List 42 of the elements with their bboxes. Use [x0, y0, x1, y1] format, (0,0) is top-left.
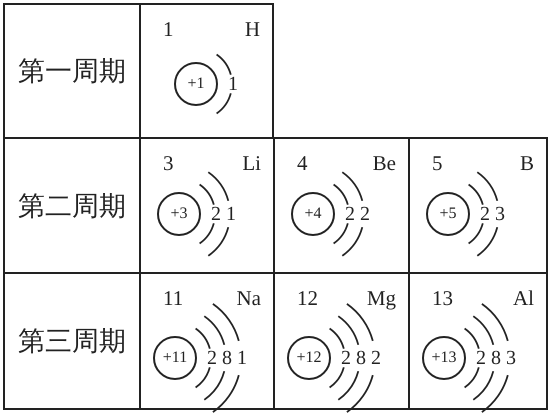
nucleus-circle: +5 [426, 192, 470, 236]
electron-count: 8 [355, 348, 367, 368]
element-cell [408, 137, 548, 274]
electron-count: 2 [475, 348, 487, 368]
atomic-number: 4 [297, 153, 308, 174]
electron-count: 2 [359, 204, 371, 224]
electron-count: 3 [494, 204, 506, 224]
electron-count: 2 [340, 348, 352, 368]
element-symbol: Be [372, 153, 396, 174]
electron-count: 1 [227, 74, 239, 94]
atomic-number: 1 [163, 19, 174, 40]
element-cell [139, 3, 274, 139]
element-symbol: Na [236, 288, 261, 309]
element-symbol: Li [242, 153, 261, 174]
element-symbol: Mg [366, 288, 396, 309]
element-symbol: H [244, 19, 260, 40]
nucleus-circle: +11 [153, 336, 197, 380]
electron-count: 1 [225, 204, 237, 224]
atomic-number: 13 [432, 288, 453, 309]
electron-count: 1 [236, 348, 248, 368]
element-cell [408, 272, 548, 410]
electron-count: 8 [221, 348, 233, 368]
atomic-number: 5 [432, 153, 442, 174]
atomic-number: 3 [163, 153, 174, 174]
nucleus-circle: +13 [422, 336, 466, 380]
atomic-number: 11 [163, 288, 184, 309]
nucleus-circle: +1 [174, 62, 218, 106]
electron-count: 2 [210, 204, 222, 224]
period-cell: 第三周期 [3, 272, 141, 410]
electron-count: 2 [479, 204, 491, 224]
atomic-number: 12 [297, 288, 318, 309]
electron-count: 2 [344, 204, 356, 224]
nucleus-circle: +4 [291, 192, 335, 236]
nucleus-circle: +12 [287, 336, 331, 380]
electron-count: 2 [206, 348, 218, 368]
electron-count: 3 [505, 348, 517, 368]
element-symbol: B [520, 153, 534, 174]
nucleus-circle: +3 [157, 192, 201, 236]
electron-count: 2 [370, 348, 382, 368]
electron-count: 8 [490, 348, 502, 368]
period-cell: 第一周期 [3, 3, 141, 139]
element-symbol: Al [513, 288, 534, 309]
